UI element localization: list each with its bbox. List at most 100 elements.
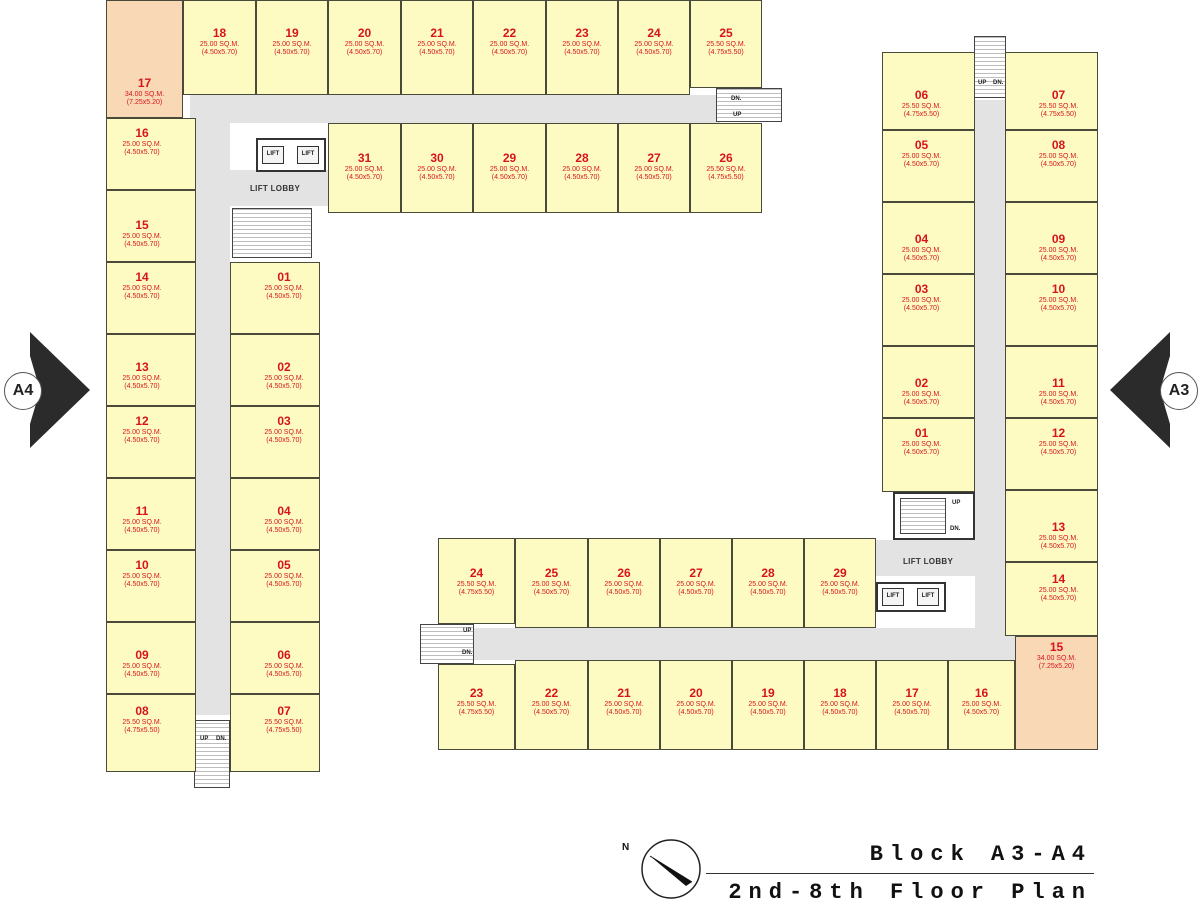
unit-dimensions: (4.75x5.50) (124, 726, 160, 734)
unit-dimensions: (4.50x5.70) (266, 526, 302, 534)
block-a3-badge: A3 (1110, 332, 1200, 448)
stair-a4-bottom-up: UP (200, 736, 209, 742)
unit-dimensions: (4.75x5.50) (903, 110, 940, 118)
unit-number: 26 (719, 151, 733, 165)
unit-area: 25.00 SQ.M. (562, 40, 602, 48)
unit-dimensions: (4.50x5.70) (201, 48, 238, 56)
unit-area: 25.00 SQ.M. (344, 40, 385, 48)
unit-number: 08 (1051, 138, 1066, 152)
unit-number: 22 (502, 26, 517, 40)
unit-number: 28 (761, 566, 775, 580)
unit-area: 25.00 SQ.M. (676, 580, 716, 588)
unit-area: 25.00 SQ.M. (961, 700, 1002, 708)
unit-area: 25.00 SQ.M. (531, 580, 572, 588)
unit-dimensions: (4.50x5.70) (678, 708, 714, 716)
unit-dimensions: (4.50x5.70) (419, 173, 455, 181)
unit-dimensions: (4.50x5.70) (1040, 160, 1077, 168)
unit-number: 10 (135, 558, 149, 572)
north-compass: N (622, 838, 702, 900)
unit-dimensions: (4.50x5.70) (903, 160, 940, 168)
unit-dimensions: (4.50x5.70) (1040, 542, 1077, 550)
unit-dimensions: (4.75x5.50) (458, 708, 495, 716)
unit-area: 25.00 SQ.M. (264, 572, 304, 580)
stair-a4-top-dn: DN. (731, 96, 742, 102)
unit-area: 25.00 SQ.M. (676, 700, 716, 708)
unit-dimensions: (4.50x5.70) (894, 708, 930, 716)
unit-dimensions: (4.50x5.70) (903, 398, 940, 406)
unit-area: 25.00 SQ.M. (1038, 440, 1079, 448)
unit-dimensions: (4.50x5.70) (266, 670, 302, 678)
unit-number: 27 (647, 151, 661, 165)
unit-number: 25 (544, 566, 559, 580)
unit-number: 23 (469, 686, 484, 700)
unit-area: 25.00 SQ.M. (604, 580, 644, 588)
unit-number: 17 (905, 686, 919, 700)
unit-number: 05 (277, 558, 291, 572)
unit-area: 25.00 SQ.M. (344, 165, 385, 173)
stair-a4-top (716, 88, 782, 122)
stair-a3-mid (900, 498, 946, 534)
unit-number: 07 (277, 704, 291, 718)
